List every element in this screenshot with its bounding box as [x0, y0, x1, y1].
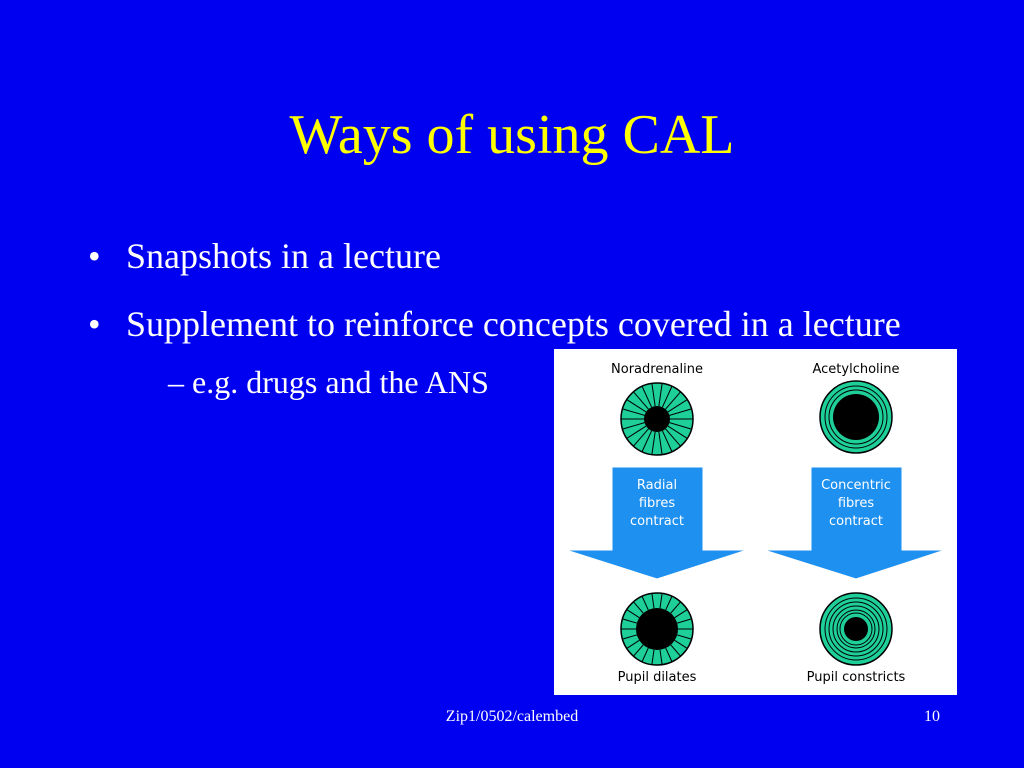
- arrow-radial-line3: contract: [630, 514, 684, 529]
- footer-source: Zip1/0502/calembed: [445, 708, 579, 725]
- slide-title: Ways of using CAL: [289, 104, 735, 166]
- bullet-list: • Snapshots in a lecture • Supplement to…: [88, 232, 908, 402]
- eye-constricted: [819, 592, 893, 666]
- bullet-text: Snapshots in a lecture: [126, 236, 441, 276]
- pupil-diagram-svg: Noradrenaline Acetylcholine Radial fibre…: [565, 362, 946, 685]
- bullet-dot: •: [88, 236, 101, 276]
- sub-bullet: – e.g. drugs and the ANS: [168, 364, 489, 400]
- arrow-radial-line2: fibres: [639, 496, 675, 511]
- label-acetylcholine: Acetylcholine: [812, 362, 899, 377]
- bullet-item: • Snapshots in a lecture: [88, 232, 908, 280]
- label-noradrenaline: Noradrenaline: [611, 362, 703, 377]
- arrow-radial: Radial fibres contract: [565, 466, 748, 580]
- arrow-concentric: Concentric fibres contract: [763, 466, 946, 580]
- pupil-diagram: Noradrenaline Acetylcholine Radial fibre…: [554, 349, 957, 695]
- eye-concentric-top: [819, 380, 893, 454]
- eye-dilated: [620, 592, 694, 666]
- label-pupil-constricts: Pupil constricts: [807, 670, 906, 685]
- bullet-dot: •: [88, 304, 101, 344]
- page-number: 10: [924, 708, 940, 725]
- bullet-text: Supplement to reinforce concepts covered…: [126, 304, 901, 344]
- arrow-concentric-line2: fibres: [838, 496, 874, 511]
- eye-radial-top: [620, 382, 694, 456]
- bullet-item: • Supplement to reinforce concepts cover…: [88, 300, 916, 348]
- label-pupil-dilates: Pupil dilates: [618, 670, 697, 685]
- arrow-concentric-line3: contract: [829, 514, 883, 529]
- arrow-concentric-line1: Concentric: [821, 478, 891, 493]
- arrow-radial-line1: Radial: [637, 478, 677, 493]
